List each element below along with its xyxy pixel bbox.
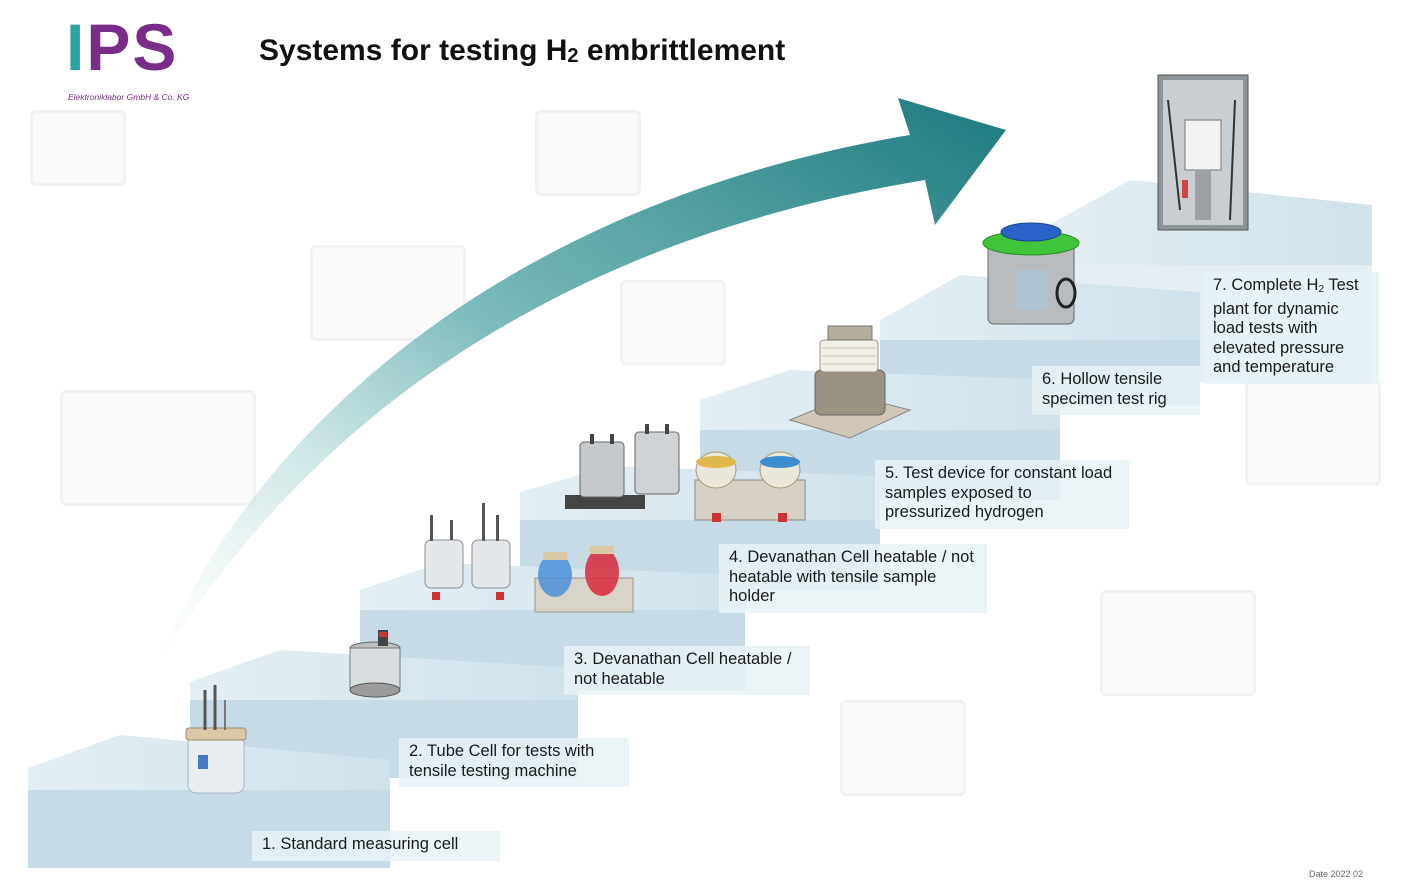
logo-letter-i: I [66, 10, 87, 84]
background-watermark [1245, 380, 1381, 486]
background-watermark [30, 110, 126, 186]
step-5-label: 5. Test device for constant load samples… [875, 460, 1129, 529]
devanathan-tensile-holder-image [565, 424, 806, 522]
logo-letter-p: P [86, 10, 133, 84]
step-7-label-post: Test plant for dynamic load tests with e… [1213, 276, 1359, 376]
step-2-label: 2. Tube Cell for tests with tensile test… [399, 738, 629, 787]
devanathan-cell-image [424, 503, 634, 613]
logo-subtitle: Elektroniklabor GmbH & Co. KG [68, 92, 190, 102]
step-7-label-pre: 7. Complete H [1213, 276, 1319, 294]
tube-cell-image [349, 630, 401, 698]
step-7-label: 7. Complete H2 Test plant for dynamic lo… [1203, 272, 1379, 384]
page-title: Systems for testing H2 embrittlement [259, 34, 785, 68]
standard-measuring-cell-image [185, 685, 247, 794]
step-4-label: 4. Devanathan Cell heatable / not heatab… [719, 544, 987, 613]
background-watermark [1100, 590, 1256, 696]
background-watermark [535, 110, 641, 196]
title-subscript: 2 [567, 45, 579, 67]
logo-letter-s: S [132, 10, 179, 84]
background-watermark [60, 390, 256, 506]
step-1-label: 1. Standard measuring cell [252, 831, 500, 861]
step-7-label-sub: 2 [1318, 284, 1325, 295]
step-3-label: 3. Devanathan Cell heatable / not heatab… [564, 646, 810, 695]
title-text: Systems for testing H [259, 34, 568, 67]
ips-logo: IPS Elektroniklabor GmbH & Co. KG [66, 12, 216, 104]
date-stamp: Date 2022 02 [1308, 869, 1363, 879]
complete-test-plant-image [1157, 74, 1249, 231]
background-watermark [840, 700, 966, 796]
title-rest: embrittlement [578, 34, 786, 67]
growth-arrow [150, 98, 1006, 680]
logo-letters: IPS [66, 12, 178, 82]
hollow-tensile-rig-image [982, 222, 1080, 325]
background-watermark [620, 280, 726, 366]
constant-load-device-image [788, 325, 912, 439]
step-6-label: 6. Hollow tensile specimen test rig [1032, 366, 1200, 415]
